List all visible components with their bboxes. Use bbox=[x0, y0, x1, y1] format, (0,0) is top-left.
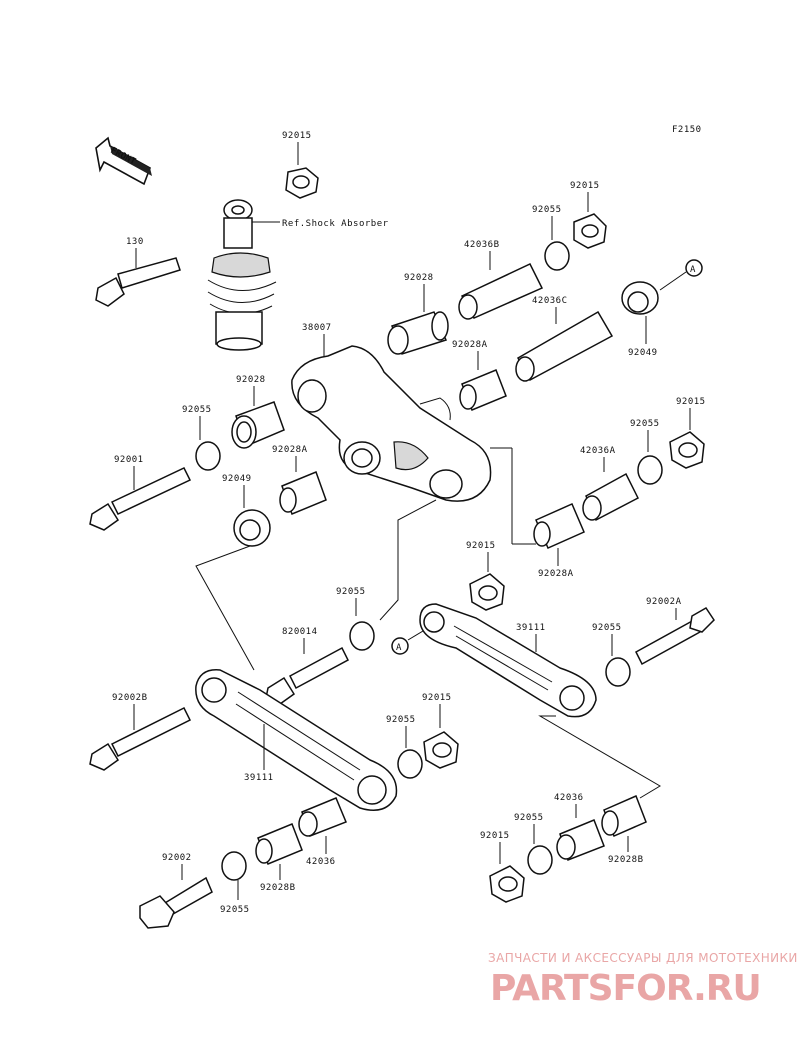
bushing-icon bbox=[231, 401, 285, 449]
figure-code: F2150 bbox=[672, 125, 702, 135]
label-92015-right-top: 92015 bbox=[570, 181, 600, 191]
label-92028a-upper: 92028A bbox=[452, 340, 488, 350]
label-92028-top: 92028 bbox=[404, 273, 434, 283]
nut-icon bbox=[669, 431, 705, 469]
o-ring-icon bbox=[544, 241, 570, 271]
bolt-92002-icon bbox=[139, 876, 213, 929]
label-92055-left: 92055 bbox=[182, 405, 212, 415]
bushing-92028a-right-icon bbox=[533, 503, 585, 549]
label-39111-left: 39111 bbox=[244, 773, 274, 783]
label-42036-right: 42036 bbox=[554, 793, 584, 803]
tie-rod-39111-right-icon bbox=[419, 603, 597, 718]
label-92055-lower-mid: 92055 bbox=[386, 715, 416, 725]
label-92015-lower-mid: 92015 bbox=[422, 693, 452, 703]
label-42036c: 42036C bbox=[532, 296, 568, 306]
bolt-130-icon bbox=[95, 257, 181, 307]
o-ring-icon bbox=[527, 845, 553, 875]
label-92055-mid: 92055 bbox=[336, 587, 366, 597]
label-92015-mid: 92015 bbox=[466, 541, 496, 551]
shock-absorber-icon bbox=[207, 199, 277, 351]
label-92055-right-lower: 92055 bbox=[592, 623, 622, 633]
bolt-92001-icon bbox=[89, 467, 192, 531]
o-ring-icon bbox=[221, 851, 247, 881]
bolt-92002a-icon bbox=[635, 607, 715, 666]
label-92002b: 92002B bbox=[112, 693, 148, 703]
rocker-arm-38007-icon bbox=[291, 345, 492, 502]
sleeve-42036b-icon bbox=[458, 263, 544, 320]
nut-icon bbox=[469, 573, 505, 611]
label-92001: 92001 bbox=[114, 455, 144, 465]
front-arrow-icon: FRONT bbox=[95, 136, 152, 186]
bushing-92028a-left-icon bbox=[279, 471, 327, 515]
label-92015-top: 92015 bbox=[282, 131, 312, 141]
collar-92049-icon bbox=[233, 509, 271, 547]
label-130: 130 bbox=[126, 237, 144, 247]
nut-icon bbox=[285, 167, 319, 199]
nut-icon bbox=[489, 865, 525, 903]
nut-icon bbox=[573, 213, 607, 249]
sleeve-42036c-icon bbox=[515, 310, 614, 382]
ref-shock-absorber-label: Ref.Shock Absorber bbox=[282, 219, 389, 229]
label-92015-right-mid: 92015 bbox=[676, 397, 706, 407]
label-42036-left: 42036 bbox=[306, 857, 336, 867]
label-92002: 92002 bbox=[162, 853, 192, 863]
label-92028a-left: 92028A bbox=[272, 445, 308, 455]
o-ring-icon bbox=[349, 621, 375, 651]
label-92049-right: 92049 bbox=[628, 348, 658, 358]
label-92055-right-top: 92055 bbox=[532, 205, 562, 215]
ref-marker-a-left bbox=[391, 637, 409, 655]
sleeve-42036-right-icon bbox=[556, 819, 605, 861]
bushing-92028b-right-icon bbox=[601, 794, 647, 838]
label-92015-lower-right: 92015 bbox=[480, 831, 510, 841]
label-42036b: 42036B bbox=[464, 240, 500, 250]
label-92028-left: 92028 bbox=[236, 375, 266, 385]
bushing-92028b-left-icon bbox=[255, 823, 303, 865]
bushing-92028a-upper-icon bbox=[459, 369, 507, 411]
label-92028b-left: 92028B bbox=[260, 883, 296, 893]
tie-rod-39111-left-icon bbox=[195, 669, 398, 811]
sleeve-42036-left-icon bbox=[298, 797, 347, 837]
label-92028b-right: 92028B bbox=[608, 855, 644, 865]
bushing-icon bbox=[387, 311, 449, 355]
bolt-92002b-icon bbox=[89, 706, 192, 771]
watermark-tagline: ЗАПЧАСТИ И АКСЕССУАРЫ ДЛЯ МОТОТЕХНИКИ bbox=[488, 951, 798, 965]
label-92055-lower-left: 92055 bbox=[220, 905, 250, 915]
ref-marker-a-left-label: A bbox=[396, 643, 402, 653]
label-38007: 38007 bbox=[302, 323, 332, 333]
bolt-820014-icon bbox=[265, 646, 349, 705]
label-92055-lower-right: 92055 bbox=[514, 813, 544, 823]
nut-icon bbox=[423, 731, 459, 769]
o-ring-icon bbox=[605, 657, 631, 687]
label-92028a-right: 92028A bbox=[538, 569, 574, 579]
label-42036a: 42036A bbox=[580, 446, 616, 456]
label-92049-left: 92049 bbox=[222, 474, 252, 484]
o-ring-icon bbox=[397, 749, 423, 779]
ref-marker-a-right-label: A bbox=[690, 265, 696, 275]
ref-marker-a-right bbox=[685, 259, 703, 277]
watermark-logo: PARTSFOR.RU bbox=[490, 968, 761, 1009]
label-92002a: 92002A bbox=[646, 597, 682, 607]
label-39111-right: 39111 bbox=[516, 623, 546, 633]
o-ring-icon bbox=[195, 441, 221, 471]
sleeve-42036a-icon bbox=[582, 472, 639, 522]
label-92055-right-mid: 92055 bbox=[630, 419, 660, 429]
label-820014: 820014 bbox=[282, 627, 318, 637]
o-ring-icon bbox=[637, 455, 663, 485]
collar-92049-icon bbox=[621, 281, 659, 315]
